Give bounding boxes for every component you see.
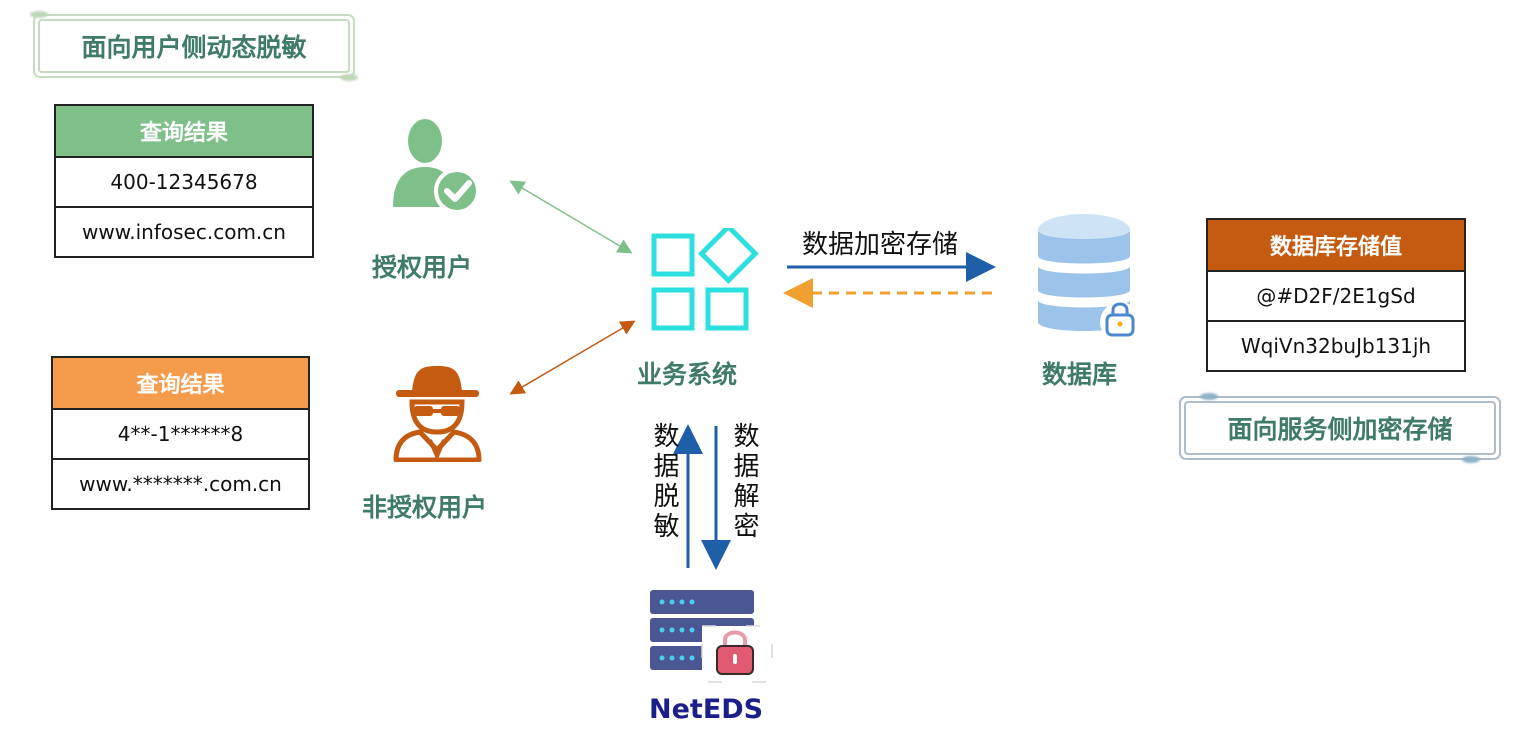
banner-service-side-encryption: 面向服务侧加密存储 (1179, 393, 1501, 463)
spy-icon (393, 366, 482, 462)
decrypt-label: 数据解密 (729, 422, 759, 542)
banner-user-side-desensitization: 面向用户侧动态脱敏 (30, 11, 358, 81)
authorized-table-row: 400-12345678 (56, 156, 312, 206)
neteds-label: NetEDS (649, 694, 764, 725)
database-table-row: @#D2F/2E1gSd (1208, 270, 1464, 320)
database-table-header: 数据库存储值 (1208, 220, 1464, 270)
authorized-table-header: 查询结果 (56, 106, 312, 156)
encrypt-store-label: 数据加密存储 (802, 230, 959, 260)
database-stored-value-table: 数据库存储值 @#D2F/2E1gSd WqiVn32buJb131jh (1206, 218, 1466, 372)
unauthorized-table-row: 4**-1******8 (53, 408, 308, 458)
database-lock-icon (1038, 214, 1140, 342)
unauthorized-link-arrow (509, 320, 636, 395)
business-system-label: 业务系统 (637, 360, 738, 389)
unauthorized-user-label: 非授权用户 (362, 493, 488, 522)
desensitize-label: 数据脱敏 (649, 422, 679, 542)
server-lock-icon (650, 590, 773, 683)
unauthorized-table-row: www.*******.com.cn (53, 458, 308, 508)
app-grid-icon (651, 228, 759, 331)
database-table-row: WqiVn32buJb131jh (1208, 320, 1464, 370)
authorized-table-row: www.infosec.com.cn (56, 206, 312, 256)
user-check-icon (393, 119, 480, 214)
authorized-user-label: 授权用户 (372, 253, 473, 282)
unauthorized-result-table: 查询结果 4**-1******8 www.*******.com.cn (51, 356, 310, 510)
unauthorized-table-header: 查询结果 (53, 358, 308, 408)
authorized-link-arrow (509, 180, 633, 254)
database-label: 数据库 (1042, 360, 1118, 389)
authorized-result-table: 查询结果 400-12345678 www.infosec.com.cn (54, 104, 314, 258)
